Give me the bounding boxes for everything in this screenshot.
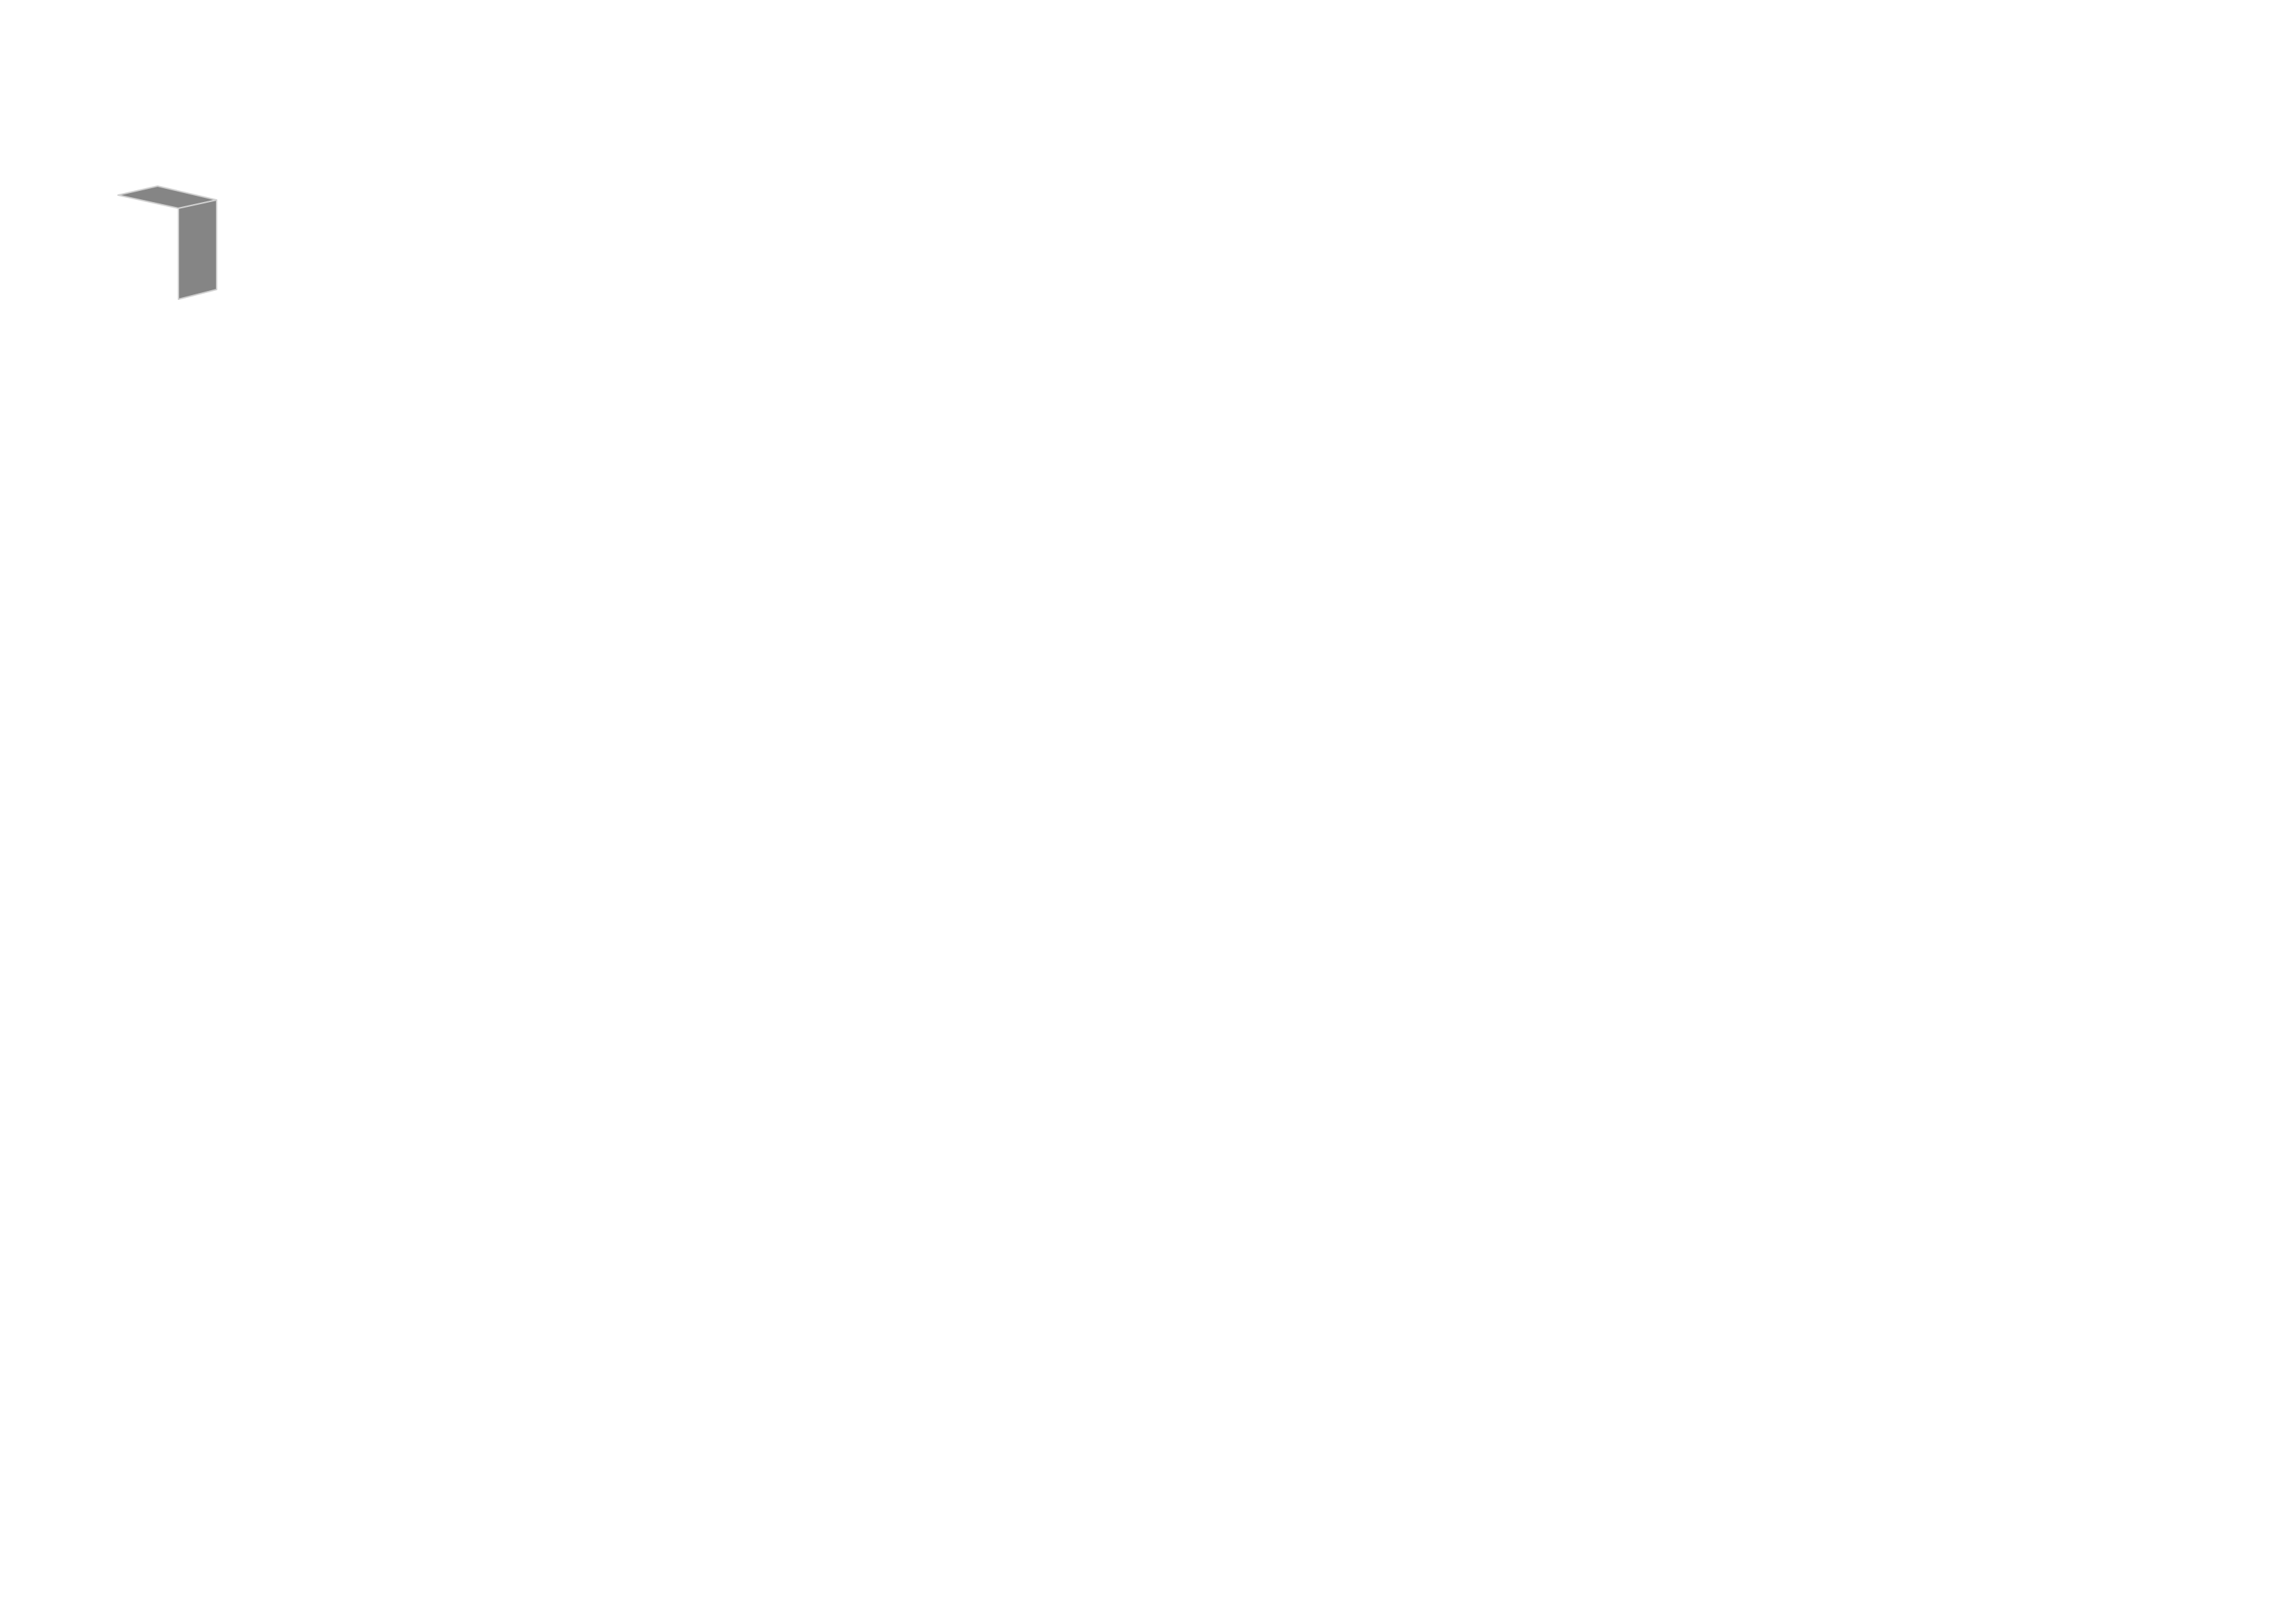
block-side-face xyxy=(178,199,217,300)
isometric-block-icon xyxy=(117,185,217,300)
